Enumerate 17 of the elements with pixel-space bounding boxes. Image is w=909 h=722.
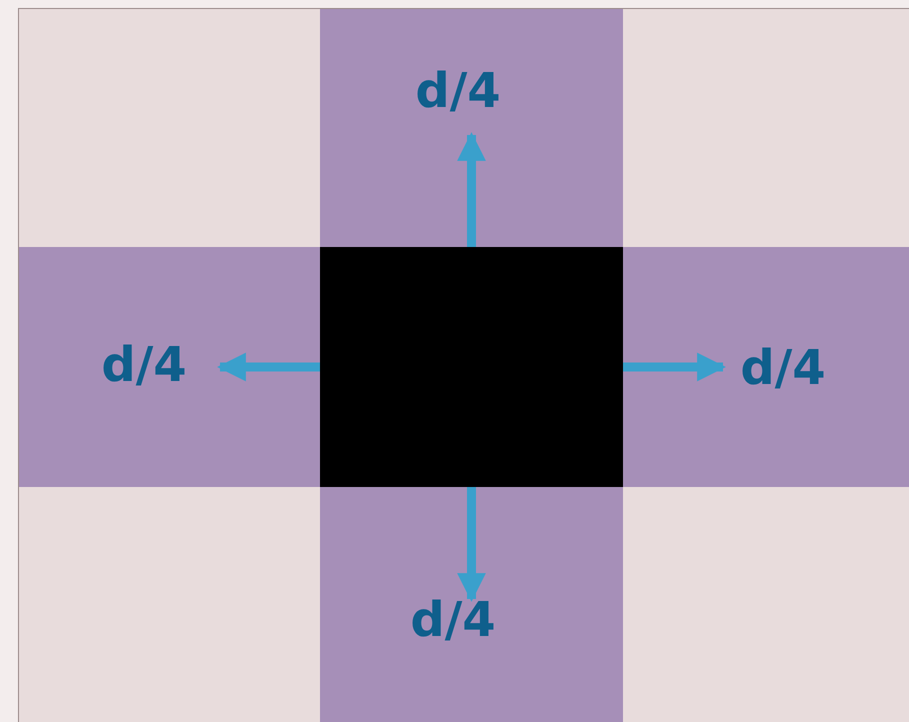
dimension-label: d/4: [415, 63, 501, 119]
arrow: [623, 352, 726, 382]
dimension-label: d/4: [101, 337, 187, 393]
arrow: [457, 487, 486, 602]
grid-cell: [320, 487, 623, 722]
grid-cell: [623, 8, 909, 247]
grid-cell: [18, 487, 320, 722]
grid-cell: [18, 247, 320, 487]
center-square: [320, 247, 623, 487]
grid-cell: [623, 487, 909, 722]
grid-cell: [623, 247, 909, 487]
arrow: [457, 132, 486, 247]
grid-cell: [18, 8, 320, 247]
dimension-label: d/4: [410, 592, 496, 648]
arrow: [217, 352, 320, 382]
dimension-label: d/4: [740, 340, 826, 396]
grid-cell: [320, 8, 623, 247]
